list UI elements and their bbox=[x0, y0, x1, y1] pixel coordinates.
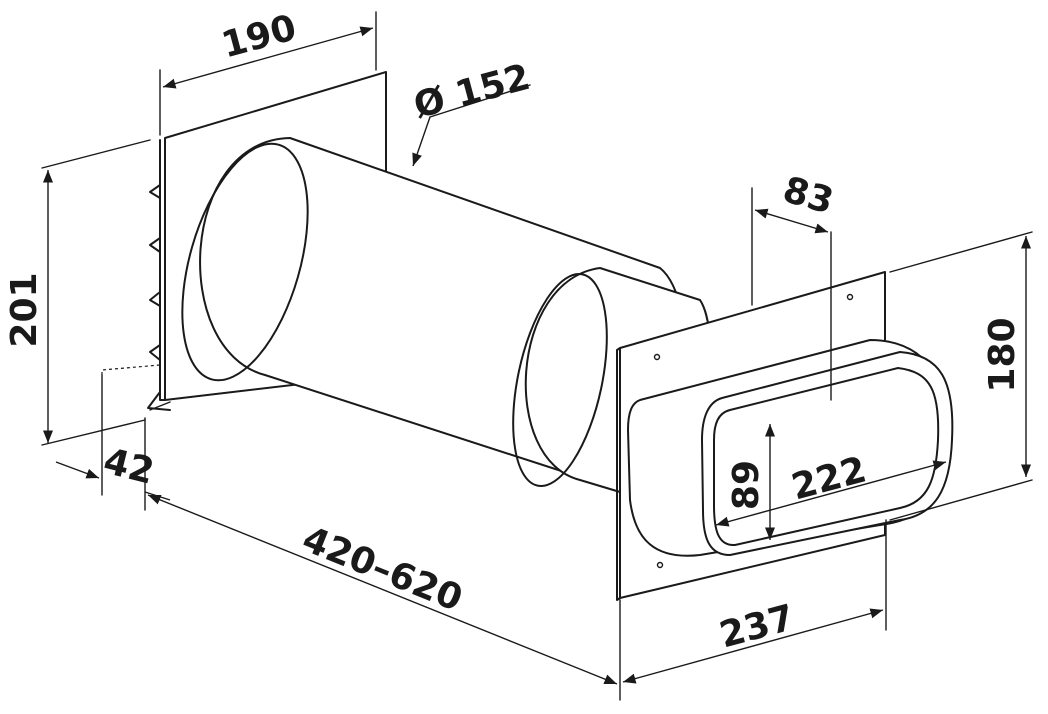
wall-outline-dashed bbox=[101, 364, 161, 375]
dim-190-label: 190 bbox=[217, 7, 300, 66]
dimension-420-620: 420–620 bbox=[147, 494, 621, 701]
dim-89-label: 89 bbox=[726, 460, 767, 510]
dim-180-label: 180 bbox=[982, 317, 1023, 392]
louvered-grille-icon bbox=[147, 184, 171, 411]
dim-201-label: 201 bbox=[4, 272, 45, 347]
screw-hole-icon bbox=[846, 293, 854, 301]
dimension-201: 201 bbox=[4, 139, 151, 446]
dimension-diameter-152: Ø 152 bbox=[410, 57, 535, 167]
dim-152-label: Ø 152 bbox=[410, 57, 535, 127]
screw-hole-icon bbox=[653, 353, 661, 361]
dim-42-label: 42 bbox=[100, 441, 159, 493]
dimension-42: 42 bbox=[55, 374, 171, 511]
screw-hole-icon bbox=[656, 561, 664, 569]
dim-83-label: 83 bbox=[778, 169, 837, 222]
dimension-180: 180 bbox=[889, 231, 1033, 521]
dim-237-label: 237 bbox=[715, 597, 798, 656]
dim-420-620-label: 420–620 bbox=[297, 519, 468, 620]
